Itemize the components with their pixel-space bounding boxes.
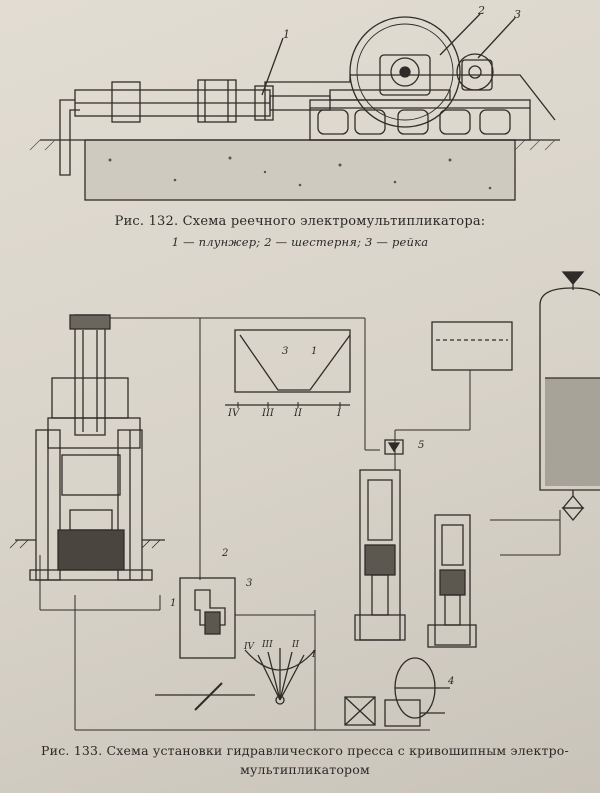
fig132-callout-3: 3	[514, 8, 521, 21]
dial-label-iv: IV	[244, 642, 255, 652]
fig133-callout-4: 4	[448, 676, 455, 687]
fig132-callout-1: 1	[283, 28, 290, 41]
dial-label-iii: III	[262, 640, 273, 650]
selector-dial	[155, 648, 316, 711]
pipe	[59, 99, 80, 176]
diagram-label-1: 1	[311, 346, 318, 357]
gear-wheel	[349, 16, 461, 128]
plunger-rod	[269, 95, 331, 111]
diagram-label-iv: IV	[228, 408, 240, 419]
diagram-label-i: I	[337, 408, 341, 419]
fig133-caption-line2: мультипликатором	[240, 762, 370, 777]
control-valve	[179, 577, 236, 659]
crank-drive	[344, 657, 450, 727]
foundation	[84, 139, 516, 201]
ground-hatching	[29, 139, 556, 151]
hydraulic-press	[9, 314, 165, 581]
diagram-label-ii: II	[294, 408, 302, 419]
diagram-label-3: 3	[282, 346, 289, 357]
oil-tank	[431, 321, 513, 371]
concrete-dots	[108, 156, 492, 190]
accumulator	[539, 271, 600, 522]
diagram-label-iii: III	[262, 408, 274, 419]
diagram-curve	[239, 334, 351, 391]
connection-lines	[39, 317, 561, 731]
fig133-callout-5: 5	[418, 440, 425, 451]
diagram-box	[234, 329, 351, 393]
multiplier-cylinders	[354, 469, 477, 648]
fig133-callout-2: 2	[222, 548, 229, 559]
fig133-caption-line1: Рис. 133. Схема установки гидравлическог…	[41, 743, 569, 758]
rollers	[317, 109, 511, 135]
dial-label-i: I	[312, 650, 316, 660]
fig132-caption: Рис. 132. Схема реечного электромультипл…	[114, 214, 486, 229]
fig132-callout-2: 2	[478, 4, 485, 17]
valve	[384, 439, 404, 455]
fig132-legend: 1 — плунжер; 2 — шестерня; 3 — рейка	[171, 235, 429, 249]
fig133-callout-3: 3	[246, 578, 253, 589]
dial-label-ii: II	[292, 640, 300, 650]
fig133-callout-1: 1	[170, 598, 177, 609]
rack	[329, 89, 451, 101]
